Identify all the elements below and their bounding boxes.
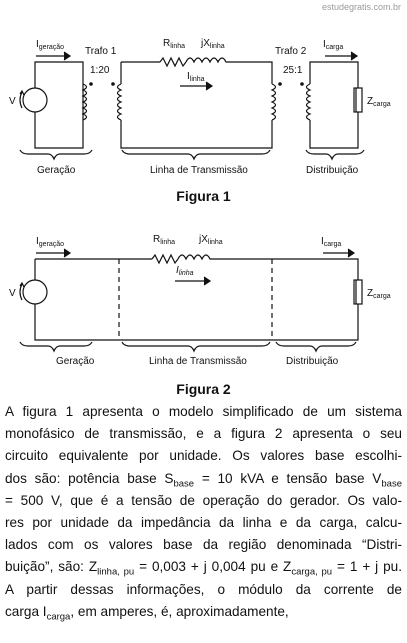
text-line: A figura 1 apresenta o modelo simplifica… — [5, 404, 402, 419]
section-geracao-label: Geração — [37, 165, 76, 176]
section-distribuicao-label: Distribuição — [306, 165, 359, 176]
text-line: dos são: potência base Sbase = 10 kVA e … — [5, 470, 402, 490]
section-linha-label: Linha de Transmissão — [150, 165, 248, 176]
watermark: estudegratis.com.br — [321, 2, 401, 12]
text-line: carga Icarga, em amperes, é, aproximadam… — [5, 603, 289, 623]
jx-linha-label: jXlinha — [200, 38, 225, 50]
i-linha-label: Ilinha — [187, 71, 205, 83]
text-line: circuito equivalente por unidade. Os val… — [5, 448, 402, 464]
figure-2-title: Figura 2 — [176, 381, 231, 397]
text-line: = 500 V, que é a tensão de operação do g… — [5, 492, 402, 508]
v-label: V — [9, 96, 16, 107]
figure-2-diagram: Igeração Rlinha jXlinha Ilinha Icarga V … — [9, 234, 391, 367]
question-text: A figura 1 apresenta o modelo simplifica… — [5, 401, 402, 623]
text-line: res por unidade da impedância da linha e… — [5, 515, 402, 531]
i-linha-label: Ilinha — [176, 265, 194, 277]
text-line: monofásico de transmissão, e a figura 2 … — [5, 426, 402, 442]
ratio1-label: 1:20 — [90, 65, 110, 76]
r-linha-label: Rlinha — [153, 234, 175, 246]
section-distribuicao-label: Distribuição — [286, 356, 339, 367]
section-geracao-label: Geração — [56, 356, 95, 367]
text-line: A partir dessas informações, o módulo da… — [5, 581, 402, 597]
figure-1-title: Figura 1 — [176, 188, 231, 204]
z-carga-label: Zcarga — [367, 288, 391, 300]
v-label: V — [9, 288, 16, 299]
i-carga-label: Icarga — [323, 39, 343, 51]
figure-1-diagram: Igeração Trafo 1 1:20 Rlinha jXlinha Ili… — [9, 38, 391, 176]
trafo2-label: Trafo 2 — [275, 46, 307, 57]
i-geracao-label: Igeração — [36, 236, 64, 248]
ratio2-label: 25:1 — [283, 65, 303, 76]
r-linha-label: Rlinha — [163, 38, 185, 50]
text-line: buição”, são: Zlinha, pu = 0,003 + j 0,0… — [5, 559, 402, 579]
i-geracao-label: Igeração — [36, 39, 64, 51]
i-carga-label: Icarga — [321, 236, 341, 248]
text-line: lados com os valores base da região deno… — [5, 537, 402, 553]
jx-linha-label: jXlinha — [198, 234, 223, 246]
z-carga-label: Zcarga — [367, 96, 391, 108]
trafo1-label: Trafo 1 — [85, 46, 117, 57]
section-linha-label: Linha de Transmissão — [149, 356, 247, 367]
